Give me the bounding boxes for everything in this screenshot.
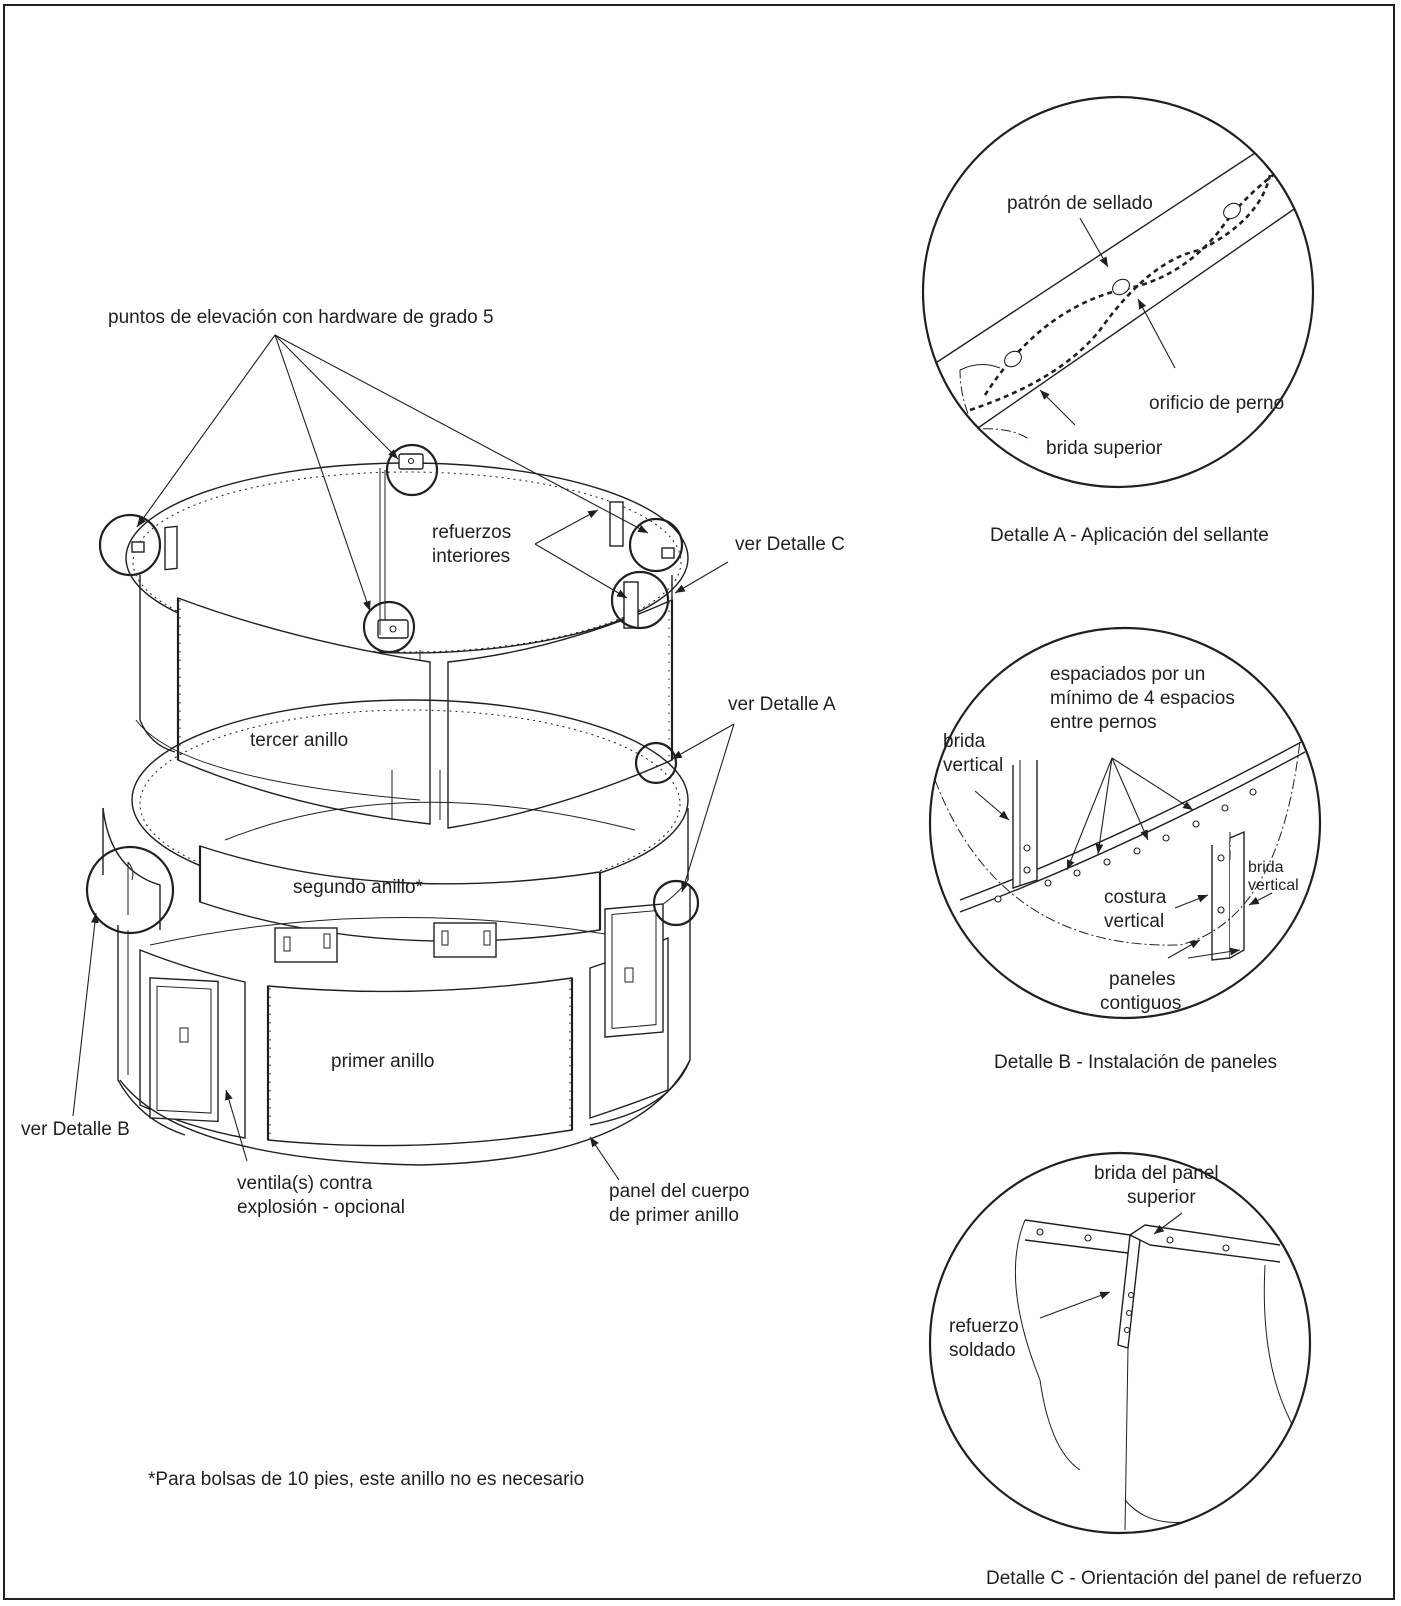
label-welded-stiffener-2: soldado <box>949 1340 1016 1361</box>
footnote: *Para bolsas de 10 pies, este anillo no … <box>148 1469 584 1490</box>
label-welded-stiffener-1: refuerzo <box>949 1316 1019 1337</box>
detail-circle-a-lower <box>652 879 700 927</box>
label-vertical-flange-right-1: brida <box>1248 859 1284 876</box>
label-spacing-2: mínimo de 4 espacios <box>1050 688 1235 709</box>
leader-arrows <box>72 334 735 1181</box>
label-top-panel-flange-1: brida del panel <box>1094 1163 1219 1184</box>
label-top-panel-flange-2: superior <box>1127 1187 1196 1208</box>
label-see-detail-b: ver Detalle B <box>21 1119 130 1140</box>
label-third-ring: tercer anillo <box>250 730 348 751</box>
label-sealing-pattern: patrón de sellado <box>1007 193 1153 214</box>
label-lifting-points: puntos de elevación con hardware de grad… <box>108 307 494 328</box>
detail-circle-right-lug <box>628 517 684 573</box>
label-vent-1: ventila(s) contra <box>237 1173 373 1194</box>
label-inner-stiffeners-2: interiores <box>432 546 510 567</box>
detail-a-caption: Detalle A - Aplicación del sellante <box>990 525 1269 546</box>
detail-circle-b <box>85 845 175 935</box>
label-spacing-3: entre pernos <box>1050 712 1157 733</box>
label-see-detail-a: ver Detalle A <box>728 694 836 715</box>
label-vertical-seam-2: vertical <box>1104 911 1164 932</box>
drawing-frame <box>3 4 1395 1600</box>
label-second-ring: segundo anillo* <box>293 877 424 898</box>
label-body-panel-1: panel del cuerpo <box>609 1181 750 1202</box>
detail-circle-top-lug <box>385 443 439 497</box>
detail-circle-front-lug <box>362 600 416 654</box>
third-ring <box>125 453 689 829</box>
label-bolt-hole: orificio de perno <box>1149 393 1284 414</box>
detail-c-caption: Detalle C - Orientación del panel de ref… <box>986 1568 1362 1589</box>
detail-c: brida del panel superior refuerzo soldad… <box>928 1151 1362 1589</box>
label-spacing-1: espaciados por un <box>1050 664 1205 685</box>
label-vent-2: explosión - opcional <box>237 1197 405 1218</box>
label-body-panel-2: de primer anillo <box>609 1205 739 1226</box>
detail-circle-c <box>610 570 670 630</box>
detail-b-caption: Detalle B - Instalación de paneles <box>994 1052 1277 1073</box>
label-vertical-seam-1: costura <box>1104 887 1167 908</box>
label-vertical-flange-left-1: brida <box>943 731 986 752</box>
label-first-ring: primer anillo <box>331 1051 434 1072</box>
detail-a: patrón de sellado orificio de perno brid… <box>921 95 1315 546</box>
label-adjacent-panels-2: contiguos <box>1100 993 1181 1014</box>
first-ring <box>117 885 691 1166</box>
label-vertical-flange-left-2: vertical <box>943 755 1003 776</box>
label-see-detail-c: ver Detalle C <box>735 534 845 555</box>
label-top-flange: brida superior <box>1046 438 1163 459</box>
detail-b: espaciados por un mínimo de 4 espacios e… <box>928 626 1322 1073</box>
label-vertical-flange-right-2: vertical <box>1248 877 1299 894</box>
label-adjacent-panels-1: paneles <box>1109 969 1176 990</box>
detail-circle-left-lug <box>98 513 162 577</box>
detail-circle-a-upper <box>634 741 678 785</box>
silo-assembly: puntos de elevación con hardware de grad… <box>21 307 845 1490</box>
label-inner-stiffeners-1: refuerzos <box>432 522 511 543</box>
